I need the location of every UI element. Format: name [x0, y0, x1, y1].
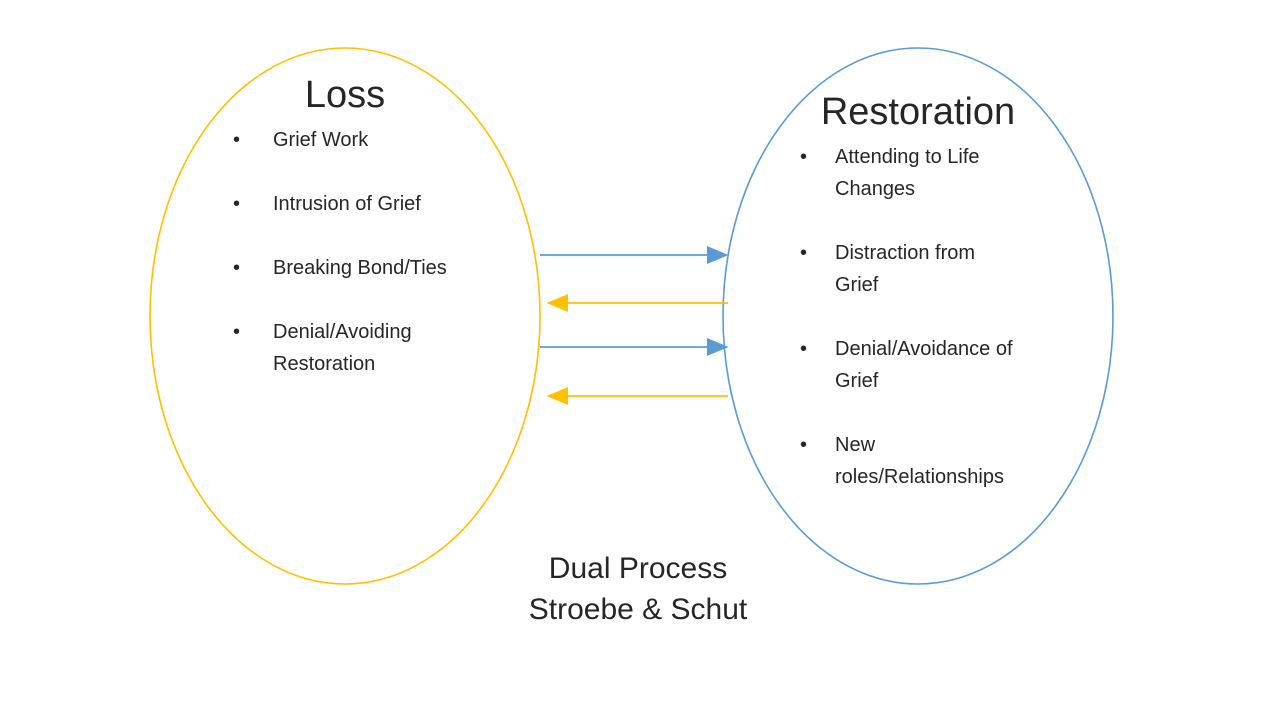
list-item: • New roles/Relationships [800, 429, 1090, 493]
loss-title: Loss [304, 74, 386, 116]
list-item-text: New roles/Relationships [835, 434, 1004, 488]
list-item: • Grief Work [233, 124, 523, 156]
diagram-caption: Dual Process Stroebe & Schut [528, 552, 748, 626]
bullet-marker: • [800, 434, 808, 456]
list-item-text: Distraction from Grief [835, 242, 976, 296]
bullet-marker: • [233, 257, 241, 279]
list-item: • Attending to Life Changes [800, 141, 1090, 205]
list-item-text: Breaking Bond/Ties [273, 257, 447, 279]
list-item: • Breaking Bond/Ties [233, 252, 523, 284]
bullet-marker: • [800, 146, 808, 168]
loss-ellipse [149, 47, 541, 585]
bullet-marker: • [233, 321, 241, 343]
loss-bullet-list: • Grief Work • Intrusion of Grief • Brea… [233, 124, 523, 412]
bullet-marker: • [800, 338, 808, 360]
list-item: • Denial/Avoiding Restoration [233, 316, 523, 380]
list-item: • Intrusion of Grief [233, 188, 523, 220]
list-item: • Distraction from Grief [800, 237, 1090, 301]
bullet-marker: • [233, 129, 241, 151]
list-item: • Denial/Avoidance of Grief [800, 333, 1090, 397]
restoration-ellipse [722, 47, 1114, 585]
list-item-text: Intrusion of Grief [273, 193, 421, 215]
restoration-title: Restoration [820, 91, 1016, 133]
bullet-marker: • [233, 193, 241, 215]
restoration-bullet-list: • Attending to Life Changes • Distractio… [800, 141, 1090, 525]
list-item-text: Attending to Life Changes [835, 146, 980, 200]
list-item-text: Denial/Avoidance of Grief [835, 338, 1013, 392]
list-item-text: Grief Work [273, 129, 369, 151]
bullet-marker: • [800, 242, 808, 264]
list-item-text: Denial/Avoiding Restoration [273, 321, 412, 375]
